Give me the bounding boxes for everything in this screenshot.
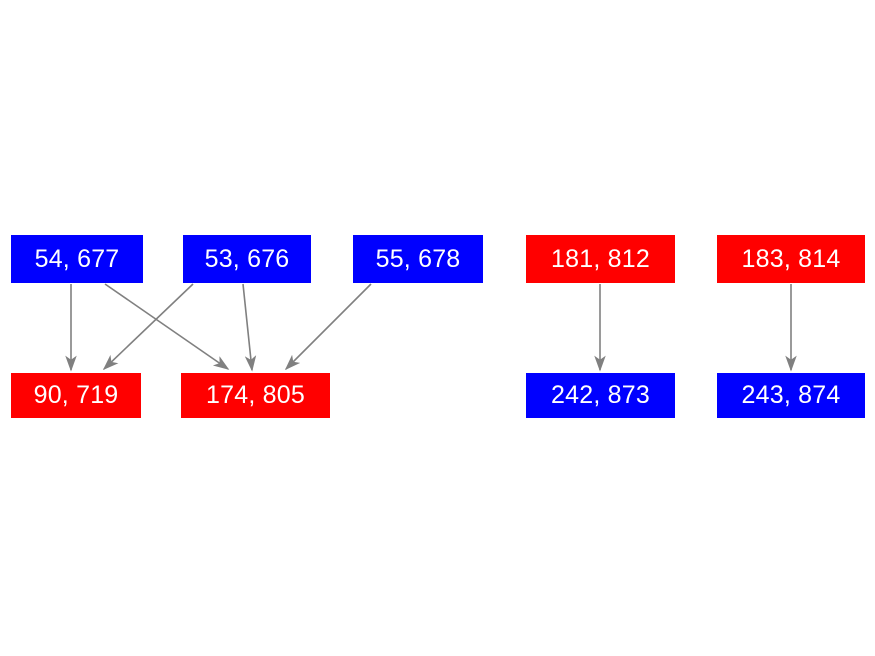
graph-node-label: 181, 812 [551,244,650,273]
edge-arrow-n1-to-n5 [102,283,194,371]
graph-node-label: 53, 676 [204,244,290,273]
edge-arrow-n0-to-n6 [104,283,230,370]
graph-node-label: 54, 677 [34,244,120,273]
graph-node-183-814[interactable]: 183, 814 [717,235,865,283]
edge-arrow-n2-to-n6 [284,283,372,371]
edge-arrow-n1-to-n6 [242,283,257,372]
graph-node-label: 243, 874 [741,381,841,409]
graph-node-label: 90, 719 [33,381,119,409]
graph-node-55-678[interactable]: 55, 678 [353,235,483,283]
graph-node-label: 55, 678 [375,244,461,273]
graph-node-174-805[interactable]: 174, 805 [181,373,330,418]
edges-group [65,283,797,372]
graph-node-181-812[interactable]: 181, 812 [526,235,675,283]
graph-node-54-677[interactable]: 54, 677 [11,235,143,283]
graph-node-label: 183, 814 [741,244,841,273]
graph-node-53-676[interactable]: 53, 676 [183,235,311,283]
graph-node-label: 242, 873 [551,381,650,409]
graph-node-242-873[interactable]: 242, 873 [526,373,675,418]
graph-node-243-874[interactable]: 243, 874 [717,373,865,418]
graph-node-label: 174, 805 [206,381,305,409]
graph-node-90-719[interactable]: 90, 719 [11,373,141,418]
